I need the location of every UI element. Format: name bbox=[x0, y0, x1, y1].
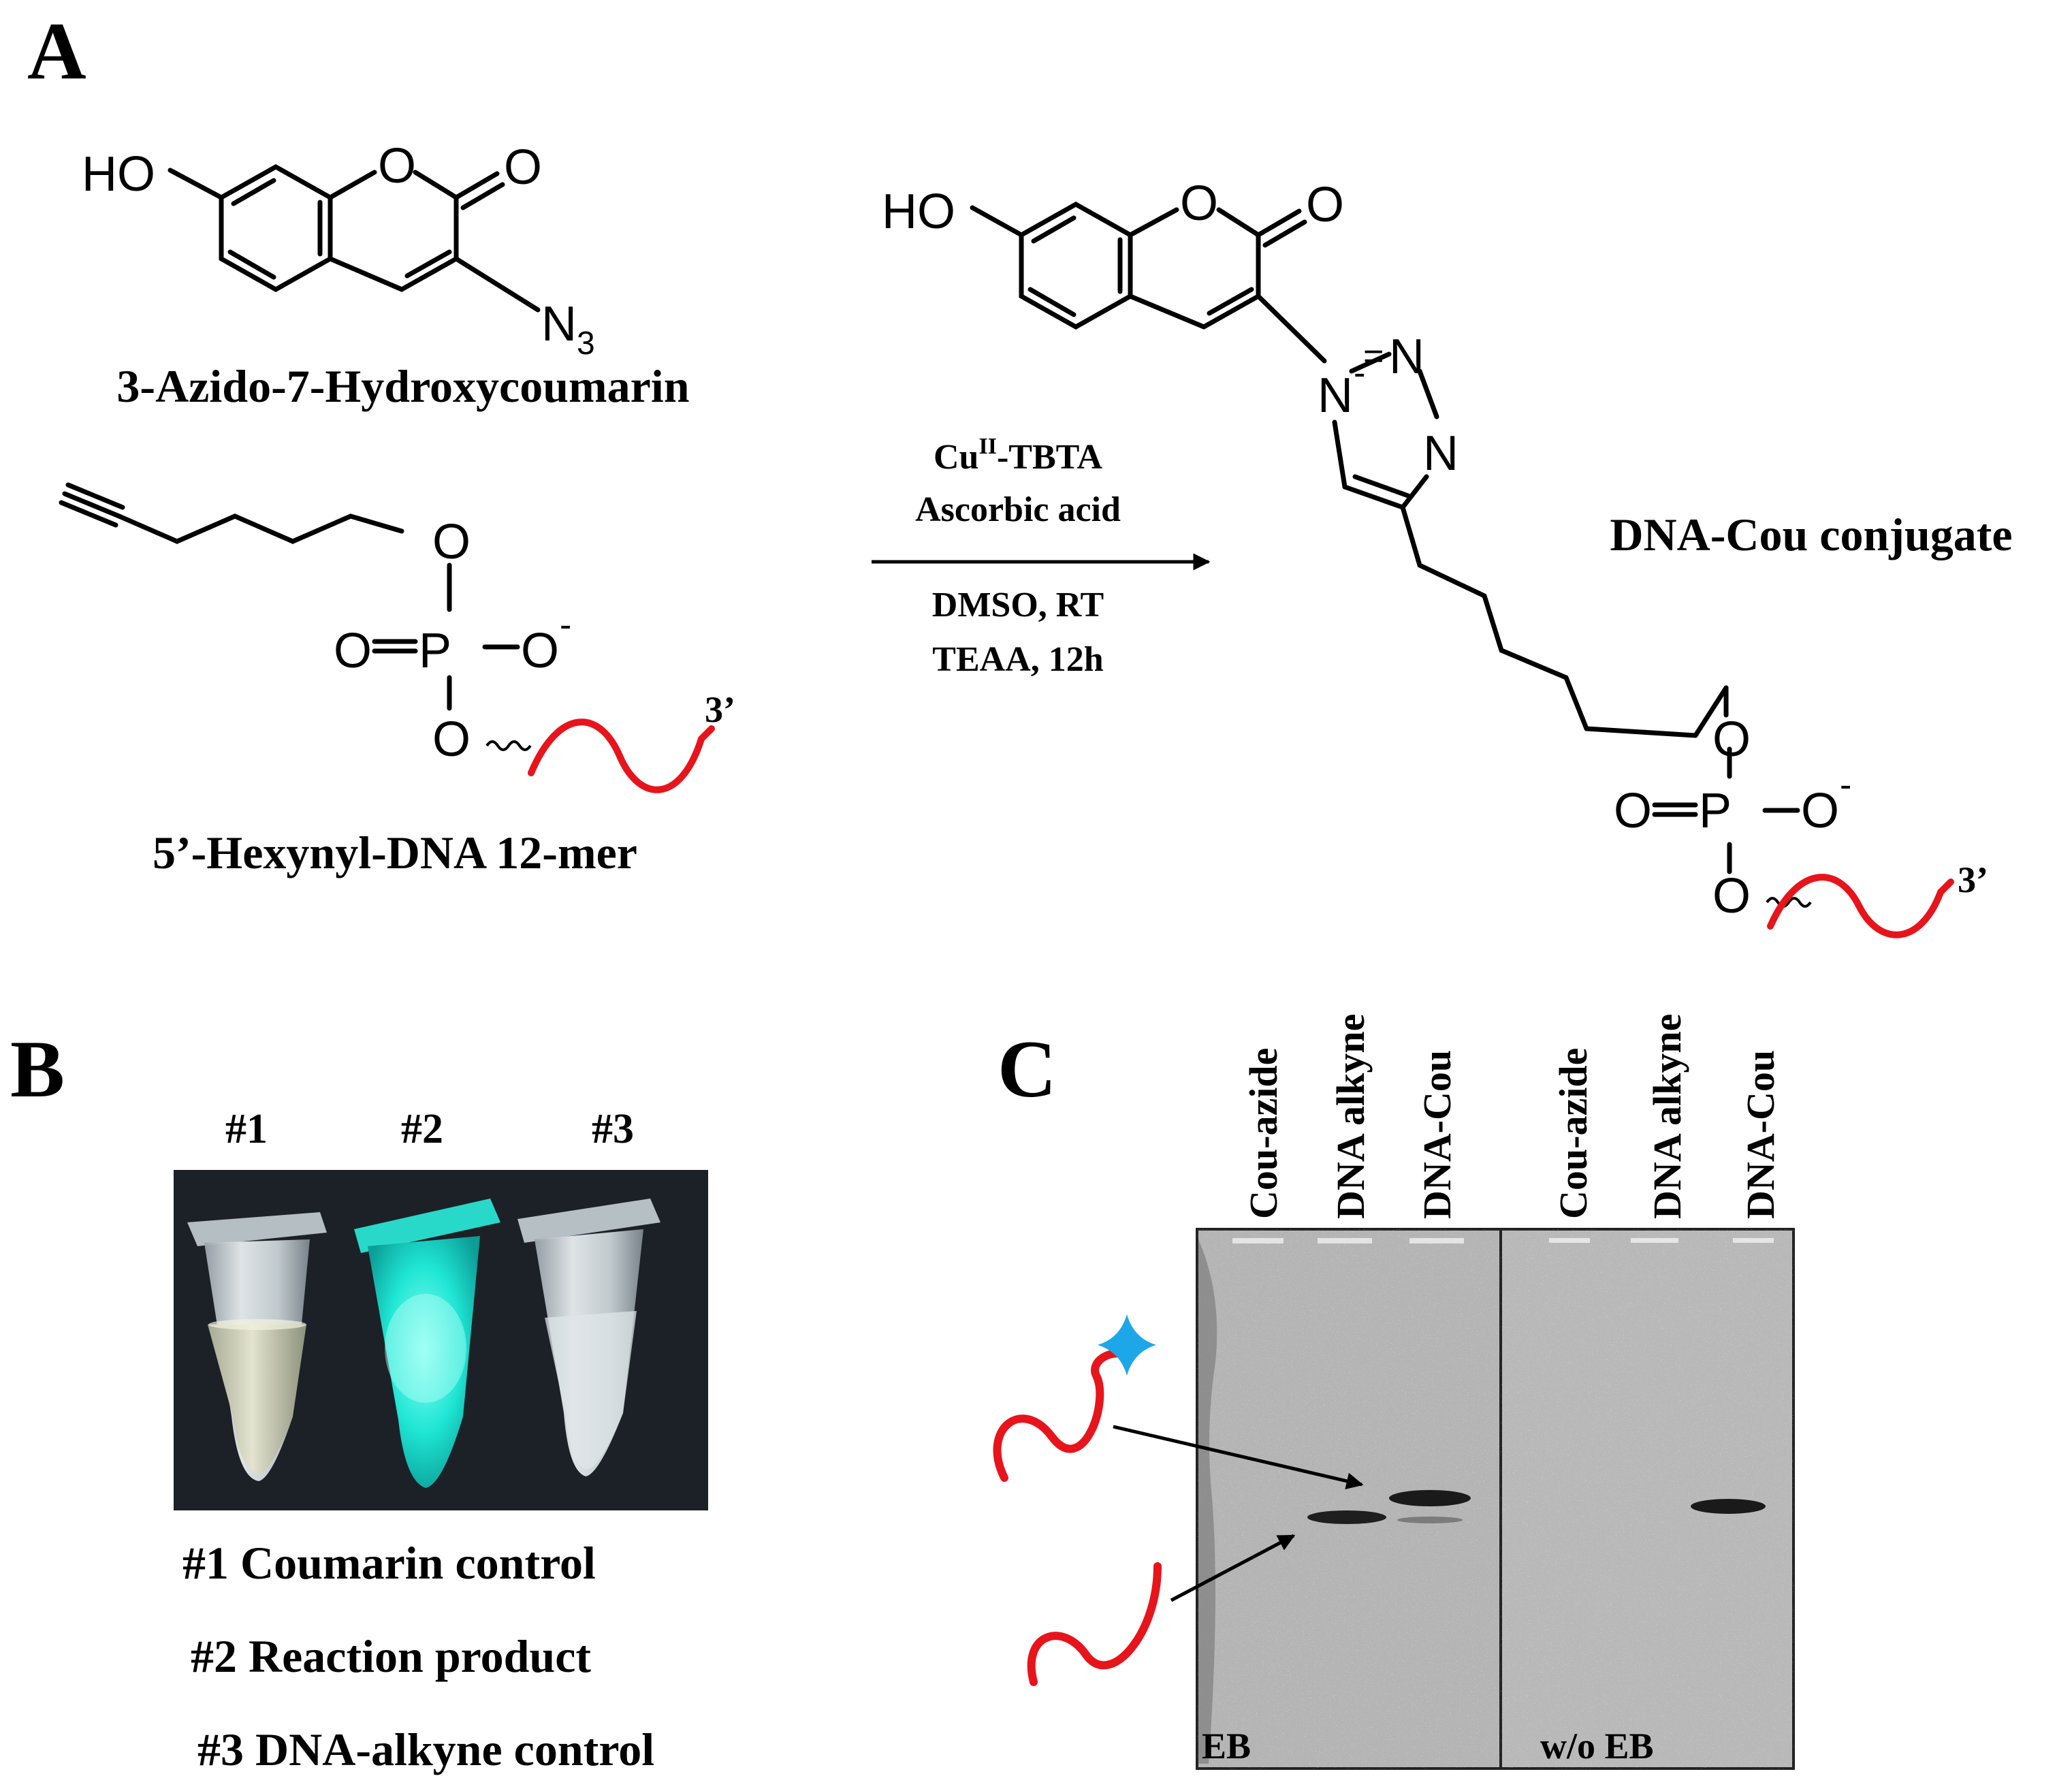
band-dna-alkyne-eb bbox=[1307, 1510, 1386, 1524]
atom-triazole-n2: N bbox=[1389, 330, 1424, 384]
dna-strand-1 bbox=[528, 718, 715, 793]
gel-right: w/o EB bbox=[1499, 1228, 1795, 1770]
dna-cou-cartoon-strand bbox=[993, 1349, 1131, 1482]
coumarin-dye-icon bbox=[1098, 1314, 1156, 1376]
panel-label-b: B bbox=[10, 1024, 65, 1114]
condition-catalyst: CuII-TBTA bbox=[934, 434, 1102, 477]
reactant-1-name: 3-Azido-7-Hydroxycoumarin bbox=[116, 360, 689, 412]
tube-legend-3: #3 DNA-alkyne control bbox=[197, 1724, 654, 1775]
dna-cartoon-strand bbox=[1027, 1562, 1162, 1686]
tube-legend-1: #1 Coumarin control bbox=[182, 1537, 596, 1589]
tube-label-2: #2 bbox=[401, 1106, 443, 1152]
atom-p-2: P bbox=[1699, 784, 1732, 838]
atom-carbonyl-o-1: O bbox=[504, 140, 542, 195]
atom-triazole-n3: N bbox=[1423, 426, 1459, 481]
arrow-to-dna-band bbox=[1170, 1534, 1296, 1602]
tube-1 bbox=[187, 1212, 327, 1481]
tube-2 bbox=[354, 1199, 500, 1488]
gel-label-no-eb: w/o EB bbox=[1540, 1726, 1654, 1766]
atom-p-1: P bbox=[419, 624, 451, 678]
atom-o-double-2: O bbox=[1614, 784, 1652, 838]
charge-minus-1: - bbox=[560, 605, 571, 645]
lane-label-right-3: DNA-Cou bbox=[1738, 1050, 1783, 1219]
tube-label-1: #1 bbox=[225, 1106, 268, 1152]
atom-ring-o-1: O bbox=[378, 139, 416, 193]
lane-label-left-2: DNA alkyne bbox=[1328, 1014, 1373, 1219]
lane-label-right-1: Cou-azide bbox=[1551, 1048, 1595, 1219]
charge-minus-n1: - bbox=[1354, 353, 1365, 393]
equals-n2: = bbox=[1363, 336, 1384, 376]
band-dna-cou-no-eb bbox=[1691, 1499, 1766, 1514]
hexynyl-dna-structure bbox=[59, 482, 520, 711]
atom-o-minus-1: O bbox=[521, 624, 559, 678]
condition-solvent: DMSO, RT bbox=[932, 586, 1104, 624]
lane-label-left-1: Cou-azide bbox=[1241, 1048, 1286, 1219]
atom-carbonyl-o-2: O bbox=[1306, 178, 1344, 232]
azido-coumarin-structure bbox=[168, 163, 541, 313]
panel-label-a: A bbox=[27, 5, 86, 96]
atom-o-minus-2: O bbox=[1801, 784, 1839, 838]
atom-azide-n: N3 bbox=[541, 297, 595, 362]
gel-label-eb: EB bbox=[1202, 1726, 1251, 1766]
tube-label-3: #3 bbox=[592, 1106, 634, 1152]
product-structure bbox=[970, 201, 1800, 874]
charge-minus-2: - bbox=[1840, 765, 1851, 805]
band-dna-cou-eb bbox=[1389, 1490, 1471, 1506]
atom-o-lower-2: O bbox=[1712, 869, 1751, 923]
three-prime-2: 3’ bbox=[1958, 859, 1988, 900]
product-name: DNA-Cou conjugate bbox=[1610, 509, 2012, 560]
gel-left: EB bbox=[1196, 1228, 1520, 1770]
atom-ho-1: HO bbox=[82, 147, 155, 202]
dna-strand-2 bbox=[1767, 874, 1954, 938]
lane-label-left-3: DNA-Cou bbox=[1415, 1050, 1459, 1219]
linker-squiggle-2 bbox=[1766, 897, 1812, 908]
atom-o-double-1: O bbox=[334, 624, 372, 678]
tube-3 bbox=[517, 1199, 660, 1476]
atom-o-ester-1: O bbox=[432, 515, 471, 569]
tube-photo bbox=[174, 1170, 708, 1510]
atom-o-lower-1: O bbox=[432, 712, 471, 767]
atom-o-ester-2: O bbox=[1712, 712, 1751, 767]
atom-triazole-n1: N bbox=[1318, 368, 1353, 423]
reactant-2-name: 5’-Hexynyl-DNA 12-mer bbox=[153, 827, 637, 878]
atom-ho-2: HO bbox=[882, 185, 955, 239]
atom-ring-o-2: O bbox=[1180, 176, 1218, 231]
panel-label-c: C bbox=[998, 1024, 1057, 1114]
tube-legend-2: #2 Reaction product bbox=[191, 1630, 591, 1682]
condition-buffer-time: TEAA, 12h bbox=[932, 640, 1103, 679]
linker-squiggle-1 bbox=[485, 740, 532, 751]
condition-reductant: Ascorbic acid bbox=[915, 490, 1121, 529]
arrow-to-conjugate-band bbox=[1113, 1425, 1364, 1490]
three-prime-1: 3’ bbox=[705, 689, 735, 730]
lane-label-right-2: DNA alkyne bbox=[1645, 1014, 1689, 1219]
